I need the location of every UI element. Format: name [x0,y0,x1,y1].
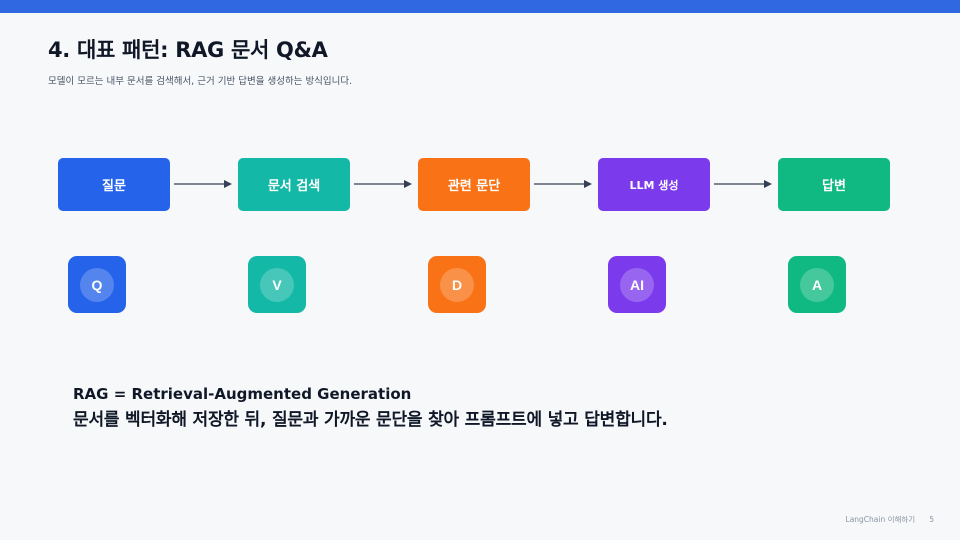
page-subtitle: 모델이 모르는 내부 문서를 검색해서, 근거 기반 답변을 생성하는 방식입니… [48,76,353,87]
flow-step-relevant-passage: 관련 문단 [418,158,530,211]
arrow-right-icon [354,178,412,190]
top-accent-bar [0,0,960,13]
definition-text: 문서를 벡터화해 저장한 뒤, 질문과 가까운 문단을 찾아 프롬프트에 넣고 … [73,410,668,430]
page-title: 4. 대표 패턴: RAG 문서 Q&A [48,38,328,62]
answer-icon: A [788,256,846,313]
vector-icon: V [248,256,306,313]
definition-title: RAG = Retrieval-Augmented Generation [73,385,412,403]
document-icon: D [428,256,486,313]
arrow-right-icon [534,178,592,190]
flow-step-answer: 답변 [778,158,890,211]
page-number: 5 [929,515,934,524]
arrow-right-icon [714,178,772,190]
footer: LangChain 이해하기 5 [846,514,934,525]
document-icon-letter: D [440,267,474,302]
flow-step-question: 질문 [58,158,170,211]
question-icon: Q [68,256,126,313]
ai-icon: AI [608,256,666,313]
vector-icon-letter: V [260,267,294,302]
question-icon-letter: Q [80,267,114,302]
flow-step-llm-generation: LLM 생성 [598,158,710,211]
ai-icon-letter: AI [620,267,654,302]
flow-step-document-search: 문서 검색 [238,158,350,211]
arrow-right-icon [174,178,232,190]
answer-icon-letter: A [800,267,834,302]
footer-brand: LangChain 이해하기 [845,515,916,524]
